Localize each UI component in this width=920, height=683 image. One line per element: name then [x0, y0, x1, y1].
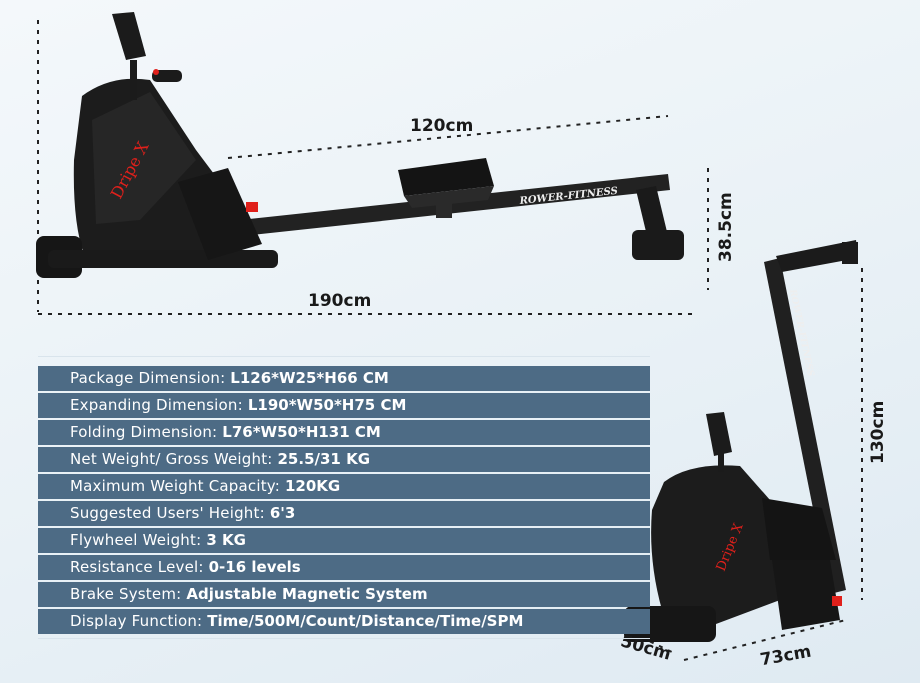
spec-label: Package Dimension: — [70, 369, 231, 387]
spec-row: Suggested Users' Height: 6'3 — [38, 501, 650, 526]
spec-row: Folding Dimension: L76*W50*H131 CM — [38, 420, 650, 445]
rower-unfolded — [36, 12, 684, 278]
spec-label: Expanding Dimension: — [70, 396, 248, 414]
spec-label: Brake System: — [70, 585, 187, 603]
spec-label: Resistance Level: — [70, 558, 209, 576]
spec-row: Maximum Weight Capacity: 120KG — [38, 474, 650, 499]
spec-value: 0-16 levels — [208, 558, 301, 576]
spec-row: Package Dimension: L126*W25*H66 CM — [38, 366, 650, 391]
spec-value: Time/500M/Count/Distance/Time/SPM — [207, 612, 524, 630]
spec-row: Resistance Level: 0-16 levels — [38, 555, 650, 580]
spec-label: Flywheel Weight: — [70, 531, 207, 549]
spec-row: Flywheel Weight: 3 KG — [38, 528, 650, 553]
rail-length-dimension-line — [227, 115, 669, 159]
spec-label: Suggested Users' Height: — [70, 504, 270, 522]
spec-value: 6'3 — [269, 504, 296, 522]
rail-length-label: 120cm — [410, 116, 474, 136]
rower-folded — [624, 240, 858, 642]
folded-height-label: 130cm — [868, 400, 888, 464]
spec-value: L190*W50*H75 CM — [247, 396, 407, 414]
spec-row: Brake System: Adjustable Magnetic System — [38, 582, 650, 607]
spec-label: Maximum Weight Capacity: — [70, 477, 285, 495]
spec-row: Expanding Dimension: L190*W50*H75 CM — [38, 393, 650, 418]
table-divider — [38, 638, 650, 639]
spec-value: L126*W25*H66 CM — [230, 369, 389, 387]
spec-value: Adjustable Magnetic System — [186, 585, 428, 603]
table-divider — [38, 356, 650, 357]
spec-label: Net Weight/ Gross Weight: — [70, 450, 278, 468]
total-length-label: 190cm — [308, 291, 372, 311]
spec-row: Display Function: Time/500M/Count/Distan… — [38, 609, 650, 634]
spec-value: 120KG — [285, 477, 341, 495]
spec-value: 25.5/31 KG — [277, 450, 371, 468]
seat-height-label: 38.5cm — [716, 192, 736, 262]
spec-label: Display Function: — [70, 612, 208, 630]
folded-width-dimension-line — [683, 619, 847, 661]
spec-value: 3 KG — [206, 531, 246, 549]
spec-row: Net Weight/ Gross Weight: 25.5/31 KG — [38, 447, 650, 472]
spec-value: L76*W50*H131 CM — [222, 423, 381, 441]
spec-label: Folding Dimension: — [70, 423, 223, 441]
